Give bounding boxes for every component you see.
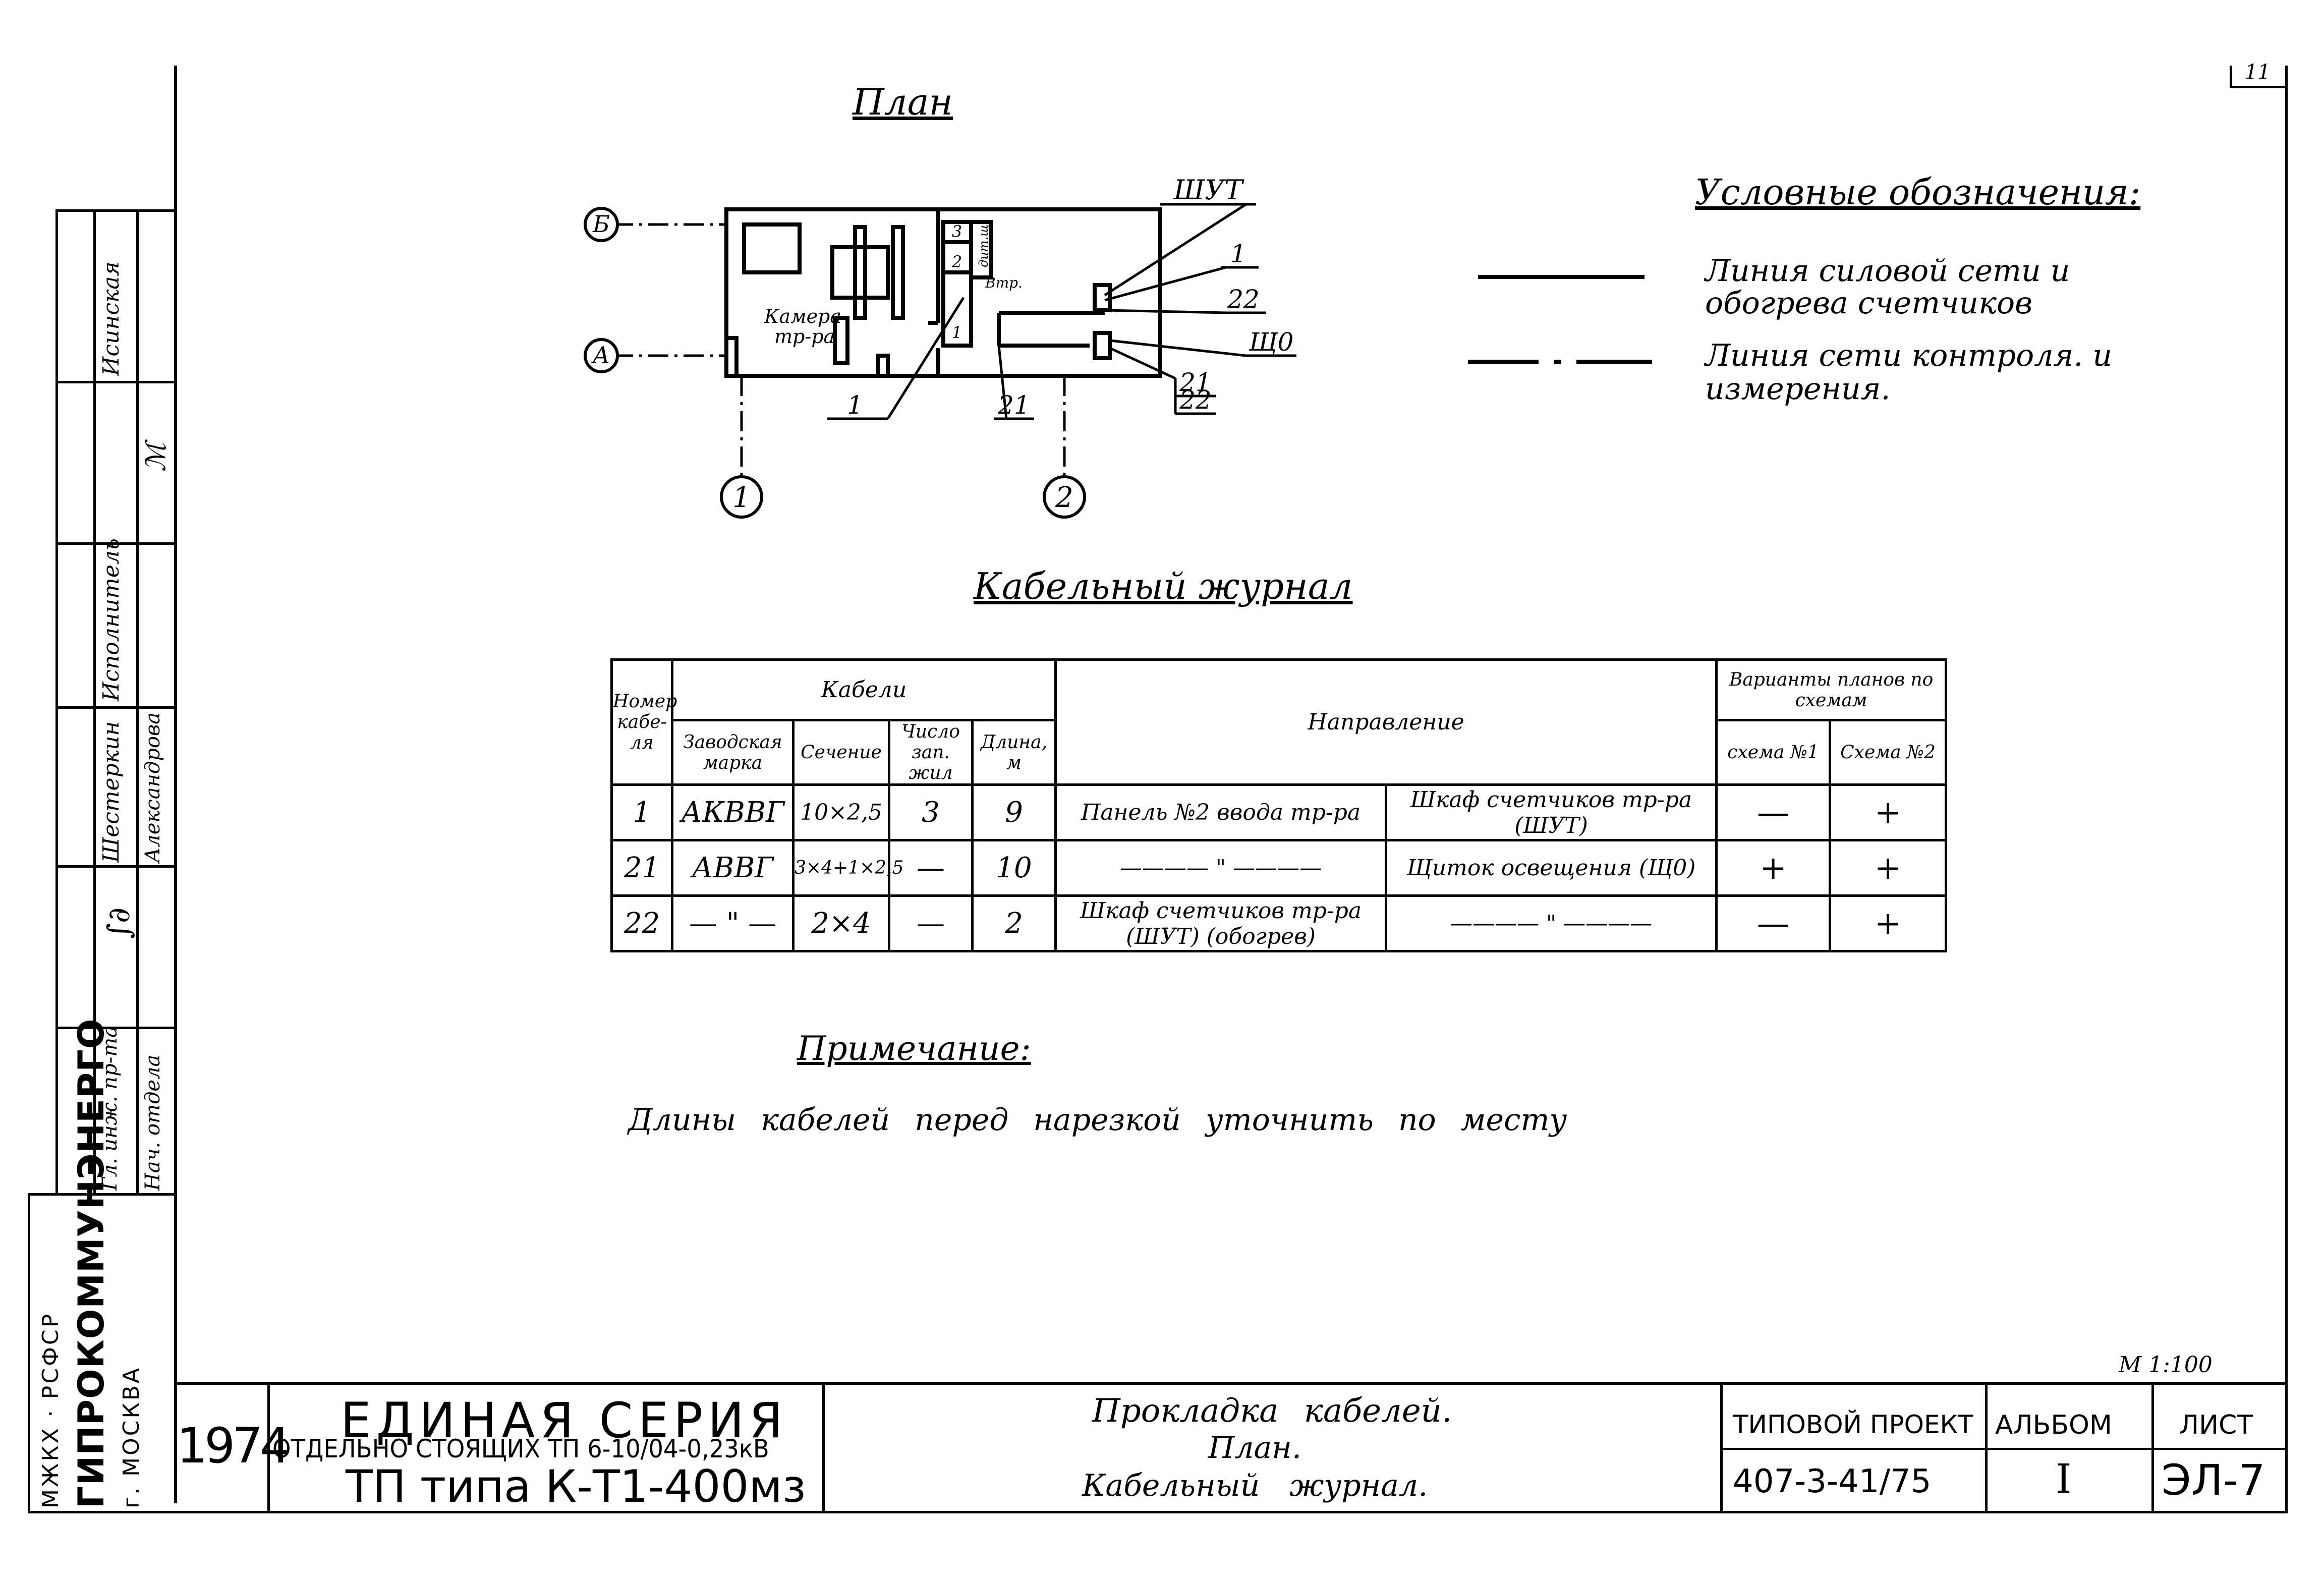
leader-21-right: 21 [1179, 368, 1212, 397]
sheet-title-2: План. [1208, 1430, 1301, 1465]
hdr-brand: Заводская марка [671, 719, 795, 786]
project-number: 407-3-41/75 [1733, 1463, 1932, 1500]
legend-title: Условные обозначения: [1695, 172, 2141, 213]
side-org-1: МЖКХ · РСФСР [38, 1312, 64, 1508]
side-org-2: ГИПРОКОММУНЭНЕРГО [71, 1018, 112, 1508]
sheet-title-1: Прокладка кабелей. [1092, 1392, 1452, 1430]
axis-2-label: 2 [1055, 481, 1073, 514]
side-name-1: Александрова [141, 712, 164, 863]
hdr-scheme2: Схема №2 [1829, 719, 1948, 786]
vtr-label: Втр. [985, 274, 1023, 291]
small-3-label: 3 [952, 222, 962, 241]
album-value: I [2056, 1455, 2072, 1502]
title-tp-type: ТП типа К-Т1-400мз [346, 1460, 806, 1512]
signature-1: ℳ [140, 442, 172, 472]
side-role-3: Шестеркин [98, 721, 124, 863]
hdr-variants: Варианты планов по схемам [1715, 658, 1948, 721]
hdr-direction: Направление [1054, 658, 1718, 786]
frame-bottom-line [28, 1511, 2288, 1513]
leader-1-bottom: 1 [847, 390, 863, 420]
table-row: 22 — " — 2×4 — 2 Шкаф счетчиков тр-ра (Ш… [610, 894, 1948, 952]
side-role-2: Исполнитель [98, 538, 124, 701]
scale-label: М 1:100 [2119, 1352, 2213, 1378]
sheet-value: ЭЛ-7 [2162, 1455, 2265, 1505]
legend-dashdot-text: Линия сети контроля. и измерения. [1705, 338, 2113, 407]
shch0-label: Щ0 [1249, 327, 1294, 357]
frame-top-right-tick [2230, 86, 2285, 88]
side-org-3: г. МОСКВА [119, 1366, 144, 1508]
leader-22: 22 [1227, 285, 1260, 314]
note-title: Примечание: [797, 1029, 1031, 1068]
table-row: 1 АКВВГ 10×2,5 3 9 Панель №2 ввода тр-ра… [610, 783, 1948, 841]
leader-21-bottom: 21 [997, 390, 1030, 420]
cable-journal-table: Номер кабе-ля Кабели Направление Вариант… [610, 658, 1948, 952]
album-label: АЛЬБОМ [1995, 1410, 2112, 1440]
plan-drawing: Б А 1 2 ШУТ 1 22 Щ0 21 22 1 21 2 3 1 Втр… [584, 174, 1296, 519]
signature-2: ∫∂ [101, 907, 137, 939]
sheet-label: ЛИСТ [2179, 1410, 2253, 1440]
chamber-label: Камера [764, 305, 841, 327]
hdr-length: Длина, м [971, 719, 1057, 786]
sheet-title-3: Кабельный журнал. [1082, 1468, 1428, 1503]
shut-label: ШУТ [1173, 174, 1245, 206]
frame-left-line [174, 66, 177, 1503]
leader-1-top: 1 [1230, 239, 1246, 268]
dit-label: дит.щ. [977, 220, 991, 267]
hdr-cores: Число зап. жил [888, 719, 974, 786]
plan-title: План [853, 81, 953, 123]
table-row: 21 АВВГ 3×4+1×2,5 — 10 ———— " ———— Щиток… [610, 839, 1948, 897]
note-text: Длины кабелей перед нарезкой уточнить по… [628, 1102, 1567, 1138]
small-2-label: 2 [951, 252, 962, 271]
side-role-5: Нач. отдела [141, 1054, 164, 1191]
axis-a-label: А [591, 342, 610, 369]
chamber-label-2: тр-ра [774, 325, 835, 348]
axis-b-label: Б [592, 210, 610, 238]
hdr-cables: Кабели [670, 658, 1057, 721]
side-role-1: Исинская [98, 261, 124, 376]
hdr-num: Номер кабе-ля [610, 658, 677, 786]
legend-solid-text: Линия силовой сети и обогрева счетчиков [1705, 253, 2070, 321]
hdr-section: Сечение [792, 719, 890, 786]
journal-title: Кабельный журнал [974, 565, 1353, 607]
frame-top-right-vert [2230, 66, 2232, 88]
title-series-sub: ОТДЕЛЬНО СТОЯЩИХ ТП 6-10/04-0,23кВ [272, 1434, 769, 1463]
legend-solid-line [1478, 275, 1645, 279]
title-year: 1974 [177, 1418, 291, 1474]
project-label: ТИПОВОЙ ПРОЕКТ [1733, 1410, 1973, 1439]
hdr-scheme1: схема №1 [1715, 719, 1832, 786]
page-number: 11 [2245, 61, 2271, 84]
title-series: ЕДИНАЯ СЕРИЯ [341, 1392, 788, 1449]
small-1-label: 1 [952, 323, 962, 342]
frame-right-line [2285, 66, 2288, 1513]
axis-1-label: 1 [732, 481, 751, 514]
side-stamp: Исинская Исполнитель Шестеркин Александр… [28, 209, 174, 1511]
title-block: 1974 ЕДИНАЯ СЕРИЯ ОТДЕЛЬНО СТОЯЩИХ ТП 6-… [174, 1382, 2288, 1513]
leader-22-right: 22 [1179, 385, 1212, 415]
